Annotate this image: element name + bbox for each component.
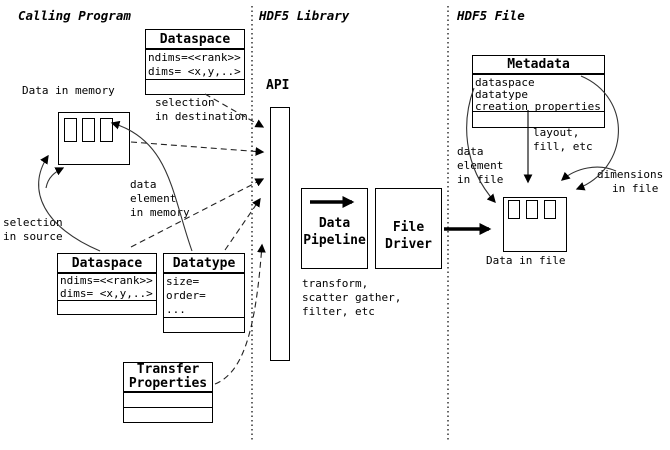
label-line: scatter gather, [302,291,402,304]
label-line: in memory [130,206,190,219]
label-line: data [457,145,484,158]
data-in-file-box [503,197,567,252]
api-bar [270,107,290,361]
dashed-arrow-memory-to-api [130,141,265,156]
label-selection-in-source: selection in source [3,216,63,244]
dataspace-destination-title: Dataspace [146,30,244,50]
label-line: in file [612,182,659,195]
transfer-title-line2: Properties [128,376,208,391]
label-line: in destination [155,110,248,123]
label-line: selection [155,96,215,109]
label-line: transform, [302,277,369,290]
dataspace-destination-box: Dataspace ndims=<<rank>> dims= <x,y,..> [145,29,245,95]
dataspace-src-row-dims: dims= <x,y,..> [60,286,153,300]
metadata-row-creation: creation properties [475,100,601,113]
data-pipeline-label-line1: Data [318,216,351,231]
dataspace-dest-row-ndims: ndims=<<rank>> [148,51,241,64]
datatype-row-size: size= [166,275,200,288]
label-line: element [130,192,177,205]
curved-arrow-to-memory-box [45,167,65,189]
label-line: filter, etc [302,305,375,318]
datatype-row-order: order= [166,289,206,302]
metadata-box: Metadata dataspace datatype creation pro… [472,55,605,128]
metadata-title: Metadata [473,56,604,75]
datatype-title: Datatype [164,254,244,274]
label-selection-in-destination: selection in destination [155,96,248,124]
file-element-1 [508,200,520,219]
dataspace-src-empty-row [58,301,156,314]
label-line: in file [457,173,504,186]
api-label: API [266,78,290,93]
section-title-hdf5-library: HDF5 Library [259,8,350,23]
label-data-element-in-file: data element in file [457,145,503,187]
file-driver-label-line2: Driver [385,237,432,252]
datatype-box: Datatype size= order= ... [163,253,245,333]
transfer-empty-row-2 [124,408,212,422]
transfer-title-line1: Transfer [136,362,200,377]
dashed-arrow-datatype-to-api [224,197,261,251]
label-line: element [457,159,504,172]
label-data-in-file: Data in file [486,254,566,267]
label-pipeline-ops: transform, scatter gather, filter, etc [302,277,401,319]
file-driver-label-line1: File [392,220,425,235]
memory-element-2 [82,118,95,142]
data-pipeline-label-line2: Pipeline [303,233,366,248]
label-line: layout, [533,126,580,139]
dataspace-dest-row-dims: dims= <x,y,..> [148,65,241,78]
metadata-row-dataspace: dataspace [475,76,535,89]
metadata-empty-row [473,112,604,127]
dataspace-source-box: Dataspace ndims=<<rank>> dims= <x,y,..> [57,253,157,315]
label-data-in-memory: Data in memory [22,84,115,97]
section-title-hdf5-file: HDF5 File [457,8,525,23]
transfer-properties-box: Transfer Properties [123,362,213,423]
file-element-2 [526,200,538,219]
label-line: in source [3,230,63,243]
dataspace-dest-empty-row [146,80,244,93]
file-element-3 [544,200,556,219]
label-line: selection [3,216,63,229]
label-line: fill, etc [533,140,593,153]
memory-element-1 [64,118,77,142]
label-line: dimensions [597,168,664,181]
transfer-empty-row-1 [124,393,212,408]
label-dimensions-in-file: dimensions in file [597,168,663,196]
datatype-empty-row [164,318,244,331]
dataspace-source-title: Dataspace [58,254,156,274]
data-pipeline-box: Data Pipeline [301,188,368,269]
dataspace-src-row-ndims: ndims=<<rank>> [60,274,153,287]
label-data-element-in-memory: data element in memory [130,178,190,220]
memory-element-3 [100,118,113,142]
file-driver-box: File Driver [375,188,442,269]
data-in-memory-box [58,112,130,165]
label-line: data [130,178,157,191]
label-layout-fill: layout, fill, etc [533,126,593,154]
datatype-row-etc: ... [166,303,186,316]
section-title-calling-program: Calling Program [18,8,131,23]
